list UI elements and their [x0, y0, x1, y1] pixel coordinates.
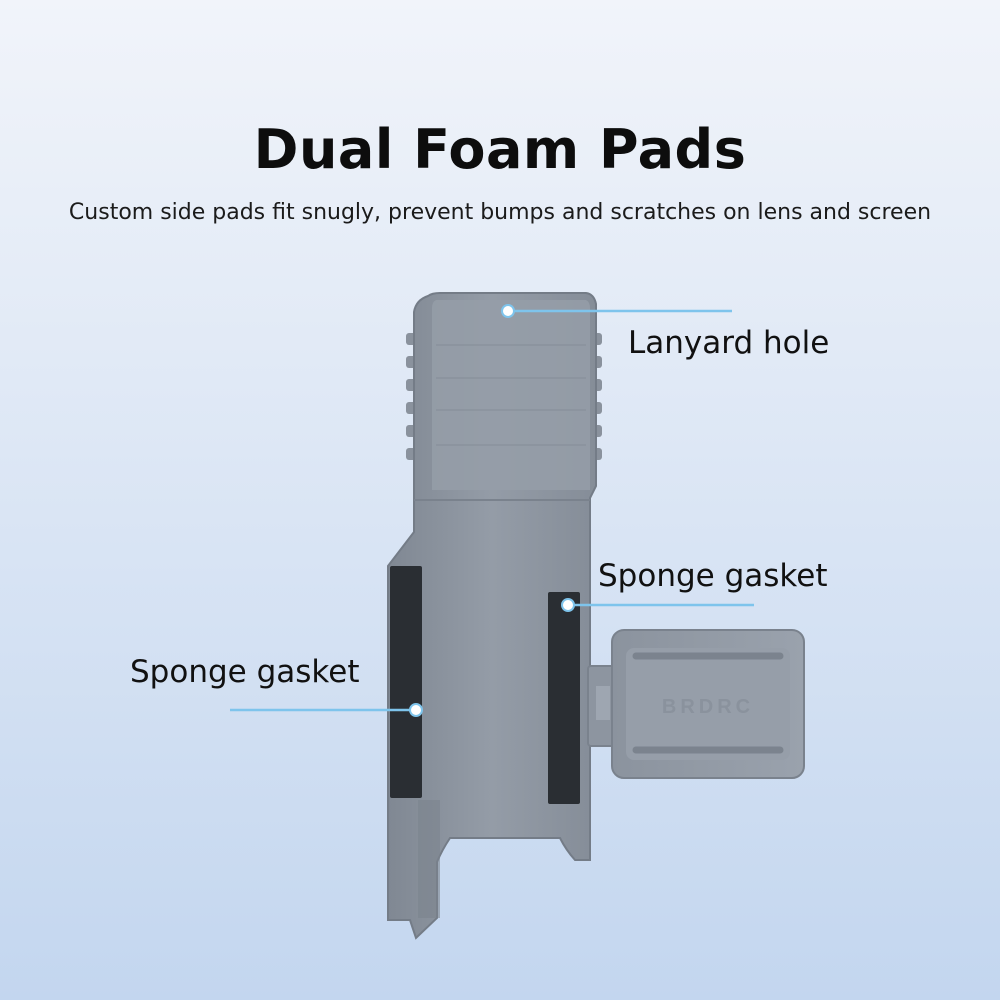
holder-top-panel: [432, 300, 590, 490]
callout-lanyard-hole: [501, 304, 732, 318]
callout-sponge-left: [230, 703, 423, 717]
clip-logo: BRDRC: [662, 696, 754, 718]
callout-sponge-right: [561, 598, 754, 612]
sponge-gasket-right: [548, 592, 580, 804]
page-title: Dual Foam Pads: [253, 118, 747, 181]
sponge-gasket-left: [390, 566, 422, 798]
page-subtitle: Custom side pads fit snugly, prevent bum…: [68, 200, 932, 225]
holder-bottom-slot: [418, 800, 440, 918]
lanyard-hole-label: Lanyard hole: [628, 325, 830, 361]
sponge-gasket-right-label: Sponge gasket: [598, 558, 828, 594]
sponge-gasket-left-label: Sponge gasket: [130, 654, 360, 690]
